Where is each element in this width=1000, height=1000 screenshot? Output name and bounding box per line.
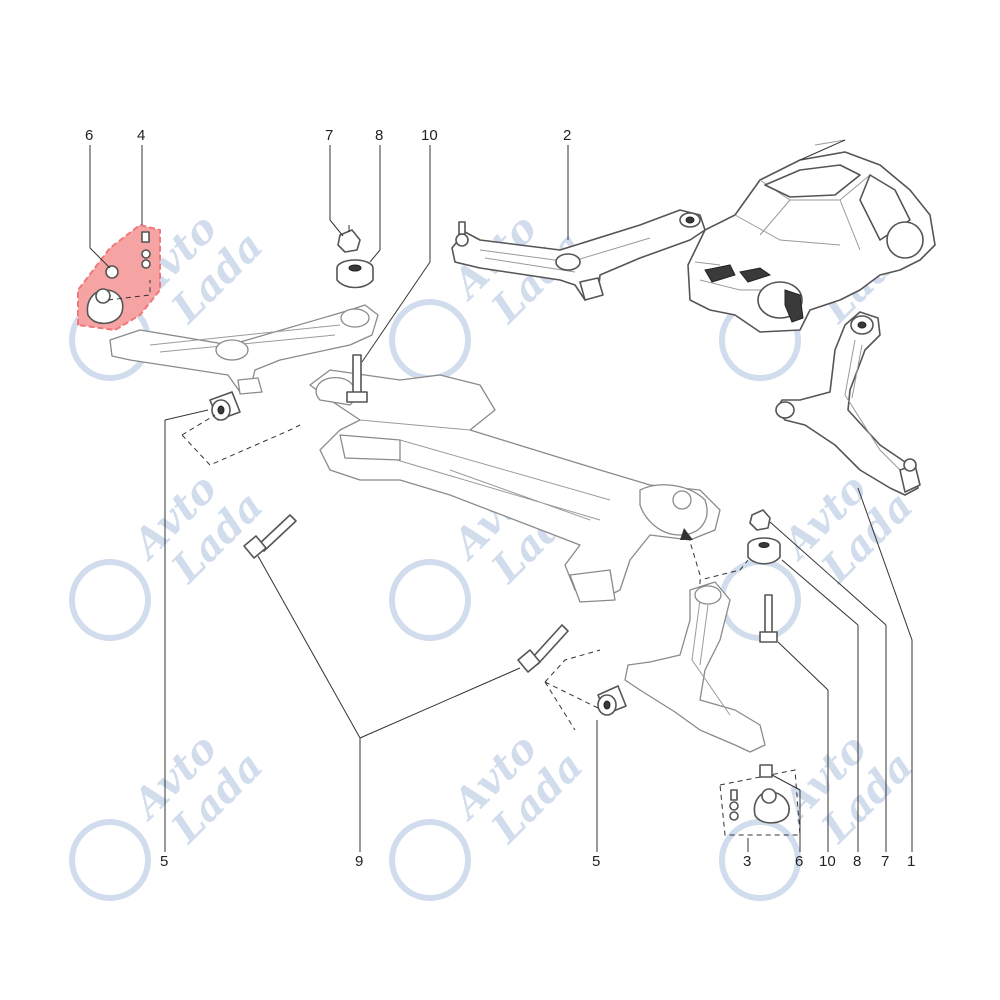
callout-bottom-mid-5: 5 [592,853,600,870]
bolt-left-9 [243,514,297,559]
callout-bottom-3: 3 [743,853,751,870]
mount-guide-arrow [687,534,701,576]
control-arm-1 [775,311,921,496]
car-illustration [687,139,936,333]
watermark-8: Avto Lada [389,725,592,901]
bushing-left [209,391,241,421]
watermark-7: Avto Lada [69,725,272,901]
watermark-2: Avto Lada [389,205,592,381]
top-nut [337,225,361,253]
right-rubber-mount [747,537,781,565]
bushing-bottom-guide [544,649,601,731]
callout-top-left-4: 4 [137,127,145,144]
callout-bottom-1: 1 [907,853,915,870]
control-arm-2 [451,209,706,301]
right-bolt [759,594,778,643]
bolt-bottom-9 [517,624,569,673]
right-nut [749,509,771,531]
callout-bottom-9: 9 [355,853,363,870]
top-ball-joint [86,231,151,325]
bottom-ball-joint-group [719,764,801,836]
top-rubber-mount [336,259,374,289]
top-bolt [346,354,368,403]
leader-lines [89,145,913,852]
callout-top-7: 7 [325,127,333,144]
bottom-control-arm [624,581,766,753]
bushing-bottom [597,685,627,716]
callout-bottom-10: 10 [819,853,836,870]
callout-top-2: 2 [563,127,571,144]
callout-bottom-8: 8 [853,853,861,870]
callout-top-left-6: 6 [85,127,93,144]
callout-bottom-6: 6 [795,853,803,870]
callout-bottom-left-5: 5 [160,853,168,870]
callout-top-10: 10 [421,127,438,144]
callout-bottom-7: 7 [881,853,889,870]
callout-top-8: 8 [375,127,383,144]
watermark-4: Avto Lada [69,465,272,641]
subframe [309,369,721,603]
callout-labels: 6 4 7 8 10 2 5 9 5 3 6 10 8 7 1 [85,127,915,870]
ball-joint-highlight [77,223,161,332]
arrow-head [680,528,693,540]
bushing-left-guide [181,414,301,466]
left-control-arm [109,304,379,395]
